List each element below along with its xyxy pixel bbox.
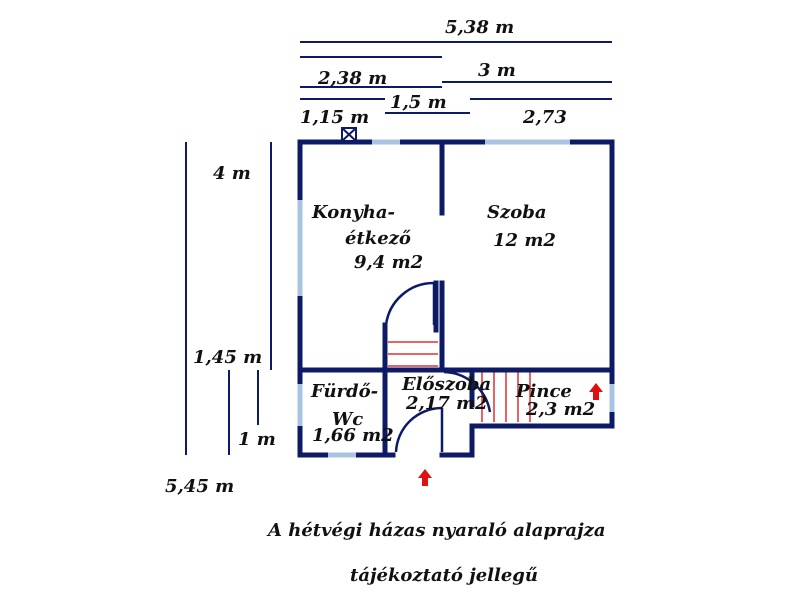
doors xyxy=(384,281,492,453)
room-room-name: Szoba xyxy=(487,202,546,223)
room-bathroom-name-1: Fürdő- xyxy=(310,381,378,402)
stairs-cellar xyxy=(481,372,531,422)
room-room: Szoba 12 m2 xyxy=(487,202,556,251)
room-kitchen-area: 9,4 m2 xyxy=(354,252,423,273)
room-cellar: Pince 2,3 m2 xyxy=(515,381,595,420)
dim-label-15: 1,5 m xyxy=(390,92,447,113)
vent-icon xyxy=(341,127,357,142)
dim-label-145: 1,45 m xyxy=(193,347,262,368)
dim-label-1: 1 m xyxy=(238,429,276,450)
room-kitchen-name-2: étkező xyxy=(345,228,411,249)
dim-label-4: 4 m xyxy=(213,163,251,184)
door-kitchen-stair xyxy=(384,281,435,326)
entrance-arrow-icon xyxy=(418,469,432,486)
dim-label-total-height: 5,45 m xyxy=(165,476,234,497)
room-bathroom: Fürdő- Wc 1,66 m2 xyxy=(310,381,394,446)
dimension-labels: 5,38 m 2,38 m 3 m 1,5 m 1,15 m 2,73 4 m … xyxy=(165,17,567,497)
stairs-kitchen xyxy=(388,341,438,367)
dim-label-238: 2,38 m xyxy=(317,68,387,89)
caption: A hétvégi házas nyaraló alaprajza tájéko… xyxy=(266,520,605,586)
room-cellar-name: Pince xyxy=(515,381,572,402)
door-entrance xyxy=(394,406,443,453)
room-bathroom-area: 1,66 m2 xyxy=(312,425,394,446)
windows xyxy=(297,139,615,458)
door-hall-cellar xyxy=(443,370,492,413)
dim-label-115: 1,15 m xyxy=(300,107,369,128)
dim-label-3: 3 m xyxy=(478,60,516,81)
room-cellar-area: 2,3 m2 xyxy=(525,399,595,420)
room-room-area: 12 m2 xyxy=(493,230,556,251)
room-kitchen: Konyha- étkező 9,4 m2 xyxy=(311,202,423,273)
room-bathroom-name-2: Wc xyxy=(332,409,363,430)
dim-label-total-width: 5,38 m xyxy=(445,17,514,38)
caption-line-1: A hétvégi házas nyaraló alaprajza xyxy=(266,520,605,541)
caption-line-2: tájékoztató jellegű xyxy=(350,565,538,586)
room-hall-name: Előszoba xyxy=(401,374,491,395)
room-hall: Előszoba 2,17 m2 xyxy=(401,374,491,414)
cellar-arrow-icon xyxy=(589,383,603,400)
room-hall-area: 2,17 m2 xyxy=(405,393,488,414)
dimension-lines-top xyxy=(300,41,612,114)
dim-label-273: 2,73 xyxy=(522,107,567,128)
dimension-lines-left xyxy=(185,142,272,455)
room-kitchen-name-1: Konyha- xyxy=(311,202,395,223)
